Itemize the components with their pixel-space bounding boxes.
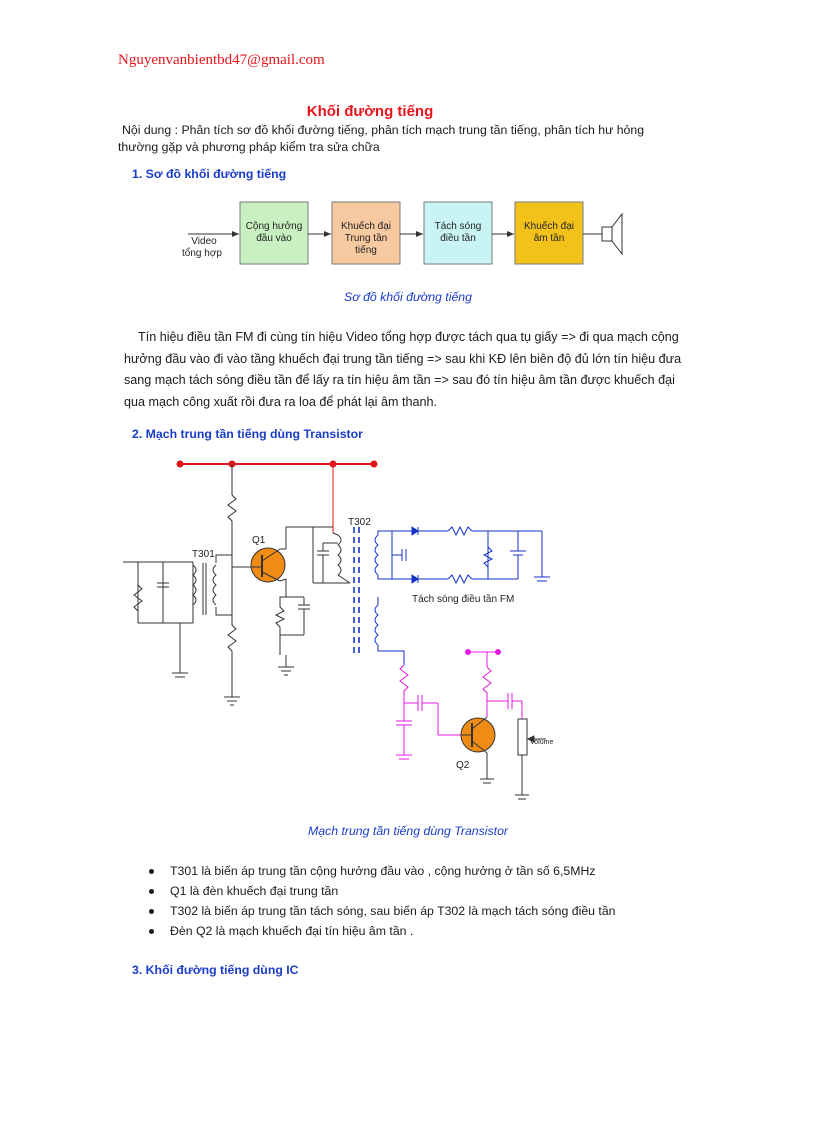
author-email: Nguyenvanbientbd47@gmail.com	[118, 52, 325, 68]
label-t302: T302	[348, 517, 371, 528]
block2-text-2: Trung tần	[345, 232, 387, 244]
list-item: Đèn Q2 là mạch khuếch đại tín hiệu âm tầ…	[148, 921, 616, 941]
fm-detector-wiring	[374, 525, 550, 665]
label-t301: T301	[192, 549, 215, 560]
volume-network	[480, 718, 546, 800]
if-circuit-diagram: T301 T302 Q1 Q2 Tách sóng điều tần FM Vo…	[123, 460, 553, 800]
block2-text-3: tiếng	[355, 244, 377, 256]
signal-flow-paragraph: Tín hiệu điều tần FM đi cùng tín hiệu Vi…	[124, 330, 682, 409]
q2-transistor	[460, 716, 496, 754]
audio-stage-wiring	[396, 649, 523, 760]
input-label-video: Video	[191, 236, 217, 247]
label-q2: Q2	[456, 760, 470, 771]
label-q1: Q1	[252, 535, 266, 546]
label-volume: Volume	[530, 739, 553, 746]
section-3-heading: 3. Khối đường tiếng dùng IC	[132, 963, 299, 977]
q1-stage-wiring	[123, 464, 351, 706]
block-diagram: Video tổng hợp Cộng hưởng đầu vào Khuếch…	[182, 201, 623, 265]
block-audio-amplifier	[514, 201, 584, 265]
block1-text-1: Cộng hưởng	[246, 220, 303, 232]
label-fm-detector: Tách sóng điều tần FM	[412, 593, 514, 605]
q1-transistor	[246, 547, 287, 583]
section-2-heading: 2. Mạch trung tần tiếng dùng Transistor	[132, 427, 363, 441]
block-diagram-caption: Sơ đồ khối đường tiếng	[344, 290, 472, 304]
document-title: Khối đường tiếng	[306, 103, 434, 120]
intro-paragraph: Nội dung : Phân tích sơ đồ khối đường ti…	[118, 123, 645, 154]
supply-rail	[176, 460, 378, 468]
list-item: T301 là biến áp trung tần cộng hưởng đầu…	[148, 861, 616, 881]
block3-text-2: điều tần	[440, 232, 476, 244]
input-label-composite: tổng hợp	[182, 247, 222, 259]
speaker-icon	[601, 212, 623, 256]
block-input-resonance	[239, 201, 309, 265]
block4-text-1: Khuếch đại	[524, 220, 574, 232]
block-if-amplifier	[331, 201, 401, 265]
list-item: T302 là biến áp trung tần tách sóng, sau…	[148, 901, 616, 921]
block2-text-1: Khuếch đại	[341, 220, 391, 232]
section-1-heading: 1. Sơ đồ khối đường tiếng	[132, 167, 287, 181]
block-fm-detector	[423, 201, 493, 265]
component-list: T301 là biến áp trung tần cộng hưởng đầu…	[148, 861, 616, 941]
list-item: Q1 là đèn khuếch đại trung tần	[148, 881, 616, 901]
block3-text-1: Tách sóng	[435, 221, 482, 232]
circuit-caption: Mạch trung tần tiếng dùng Transistor	[307, 824, 509, 838]
t302-core	[353, 527, 360, 655]
block1-text-2: đầu vào	[256, 232, 292, 244]
block4-text-2: âm tần	[534, 232, 565, 244]
